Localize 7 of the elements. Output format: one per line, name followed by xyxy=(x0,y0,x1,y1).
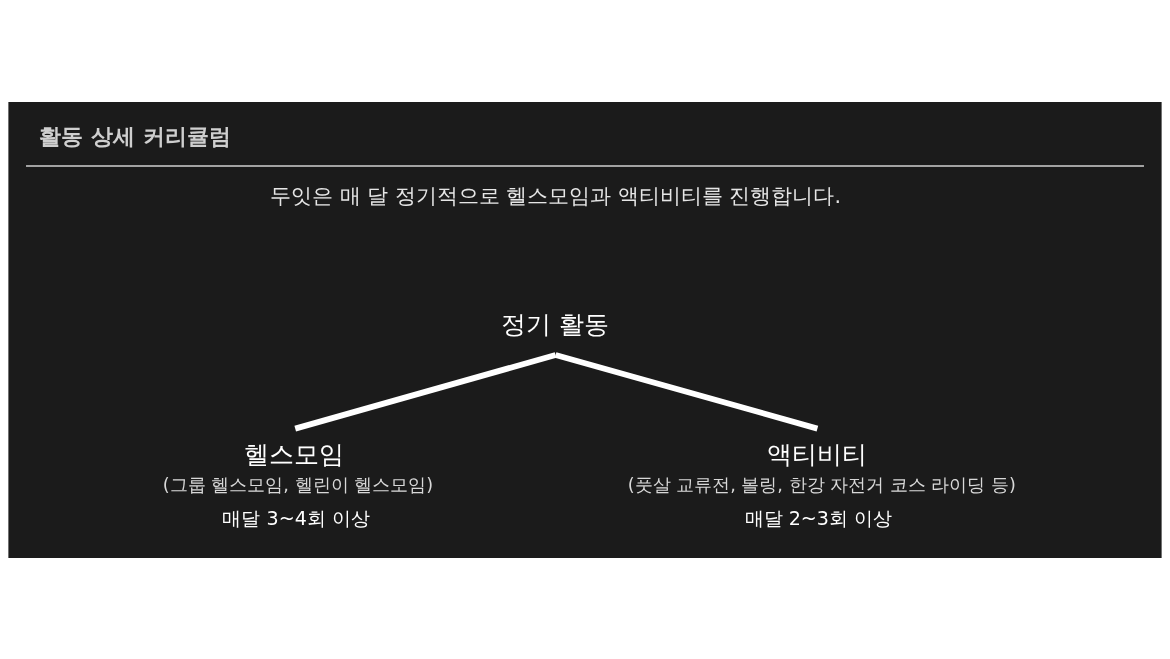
connector xyxy=(554,351,819,431)
diagram-title: 활동 상세 커리큘럼 xyxy=(39,123,231,149)
node-text: 정기 활동 xyxy=(501,309,610,339)
label: 두잇은 매 달 정기적으로 헬스모임과 액티비티를 진행합니다. xyxy=(270,183,841,208)
node-text: 헬스모임 (그룹 헬스모임, 헬린이 헬스모임) 매달 3~4회 이상 xyxy=(162,439,434,530)
connector xyxy=(294,351,557,431)
node-text: 액티비티 (풋살 교류전, 볼링, 한강 자전거 코스 라이딩 등) 매달 2~3회 이상 xyxy=(627,439,1016,530)
